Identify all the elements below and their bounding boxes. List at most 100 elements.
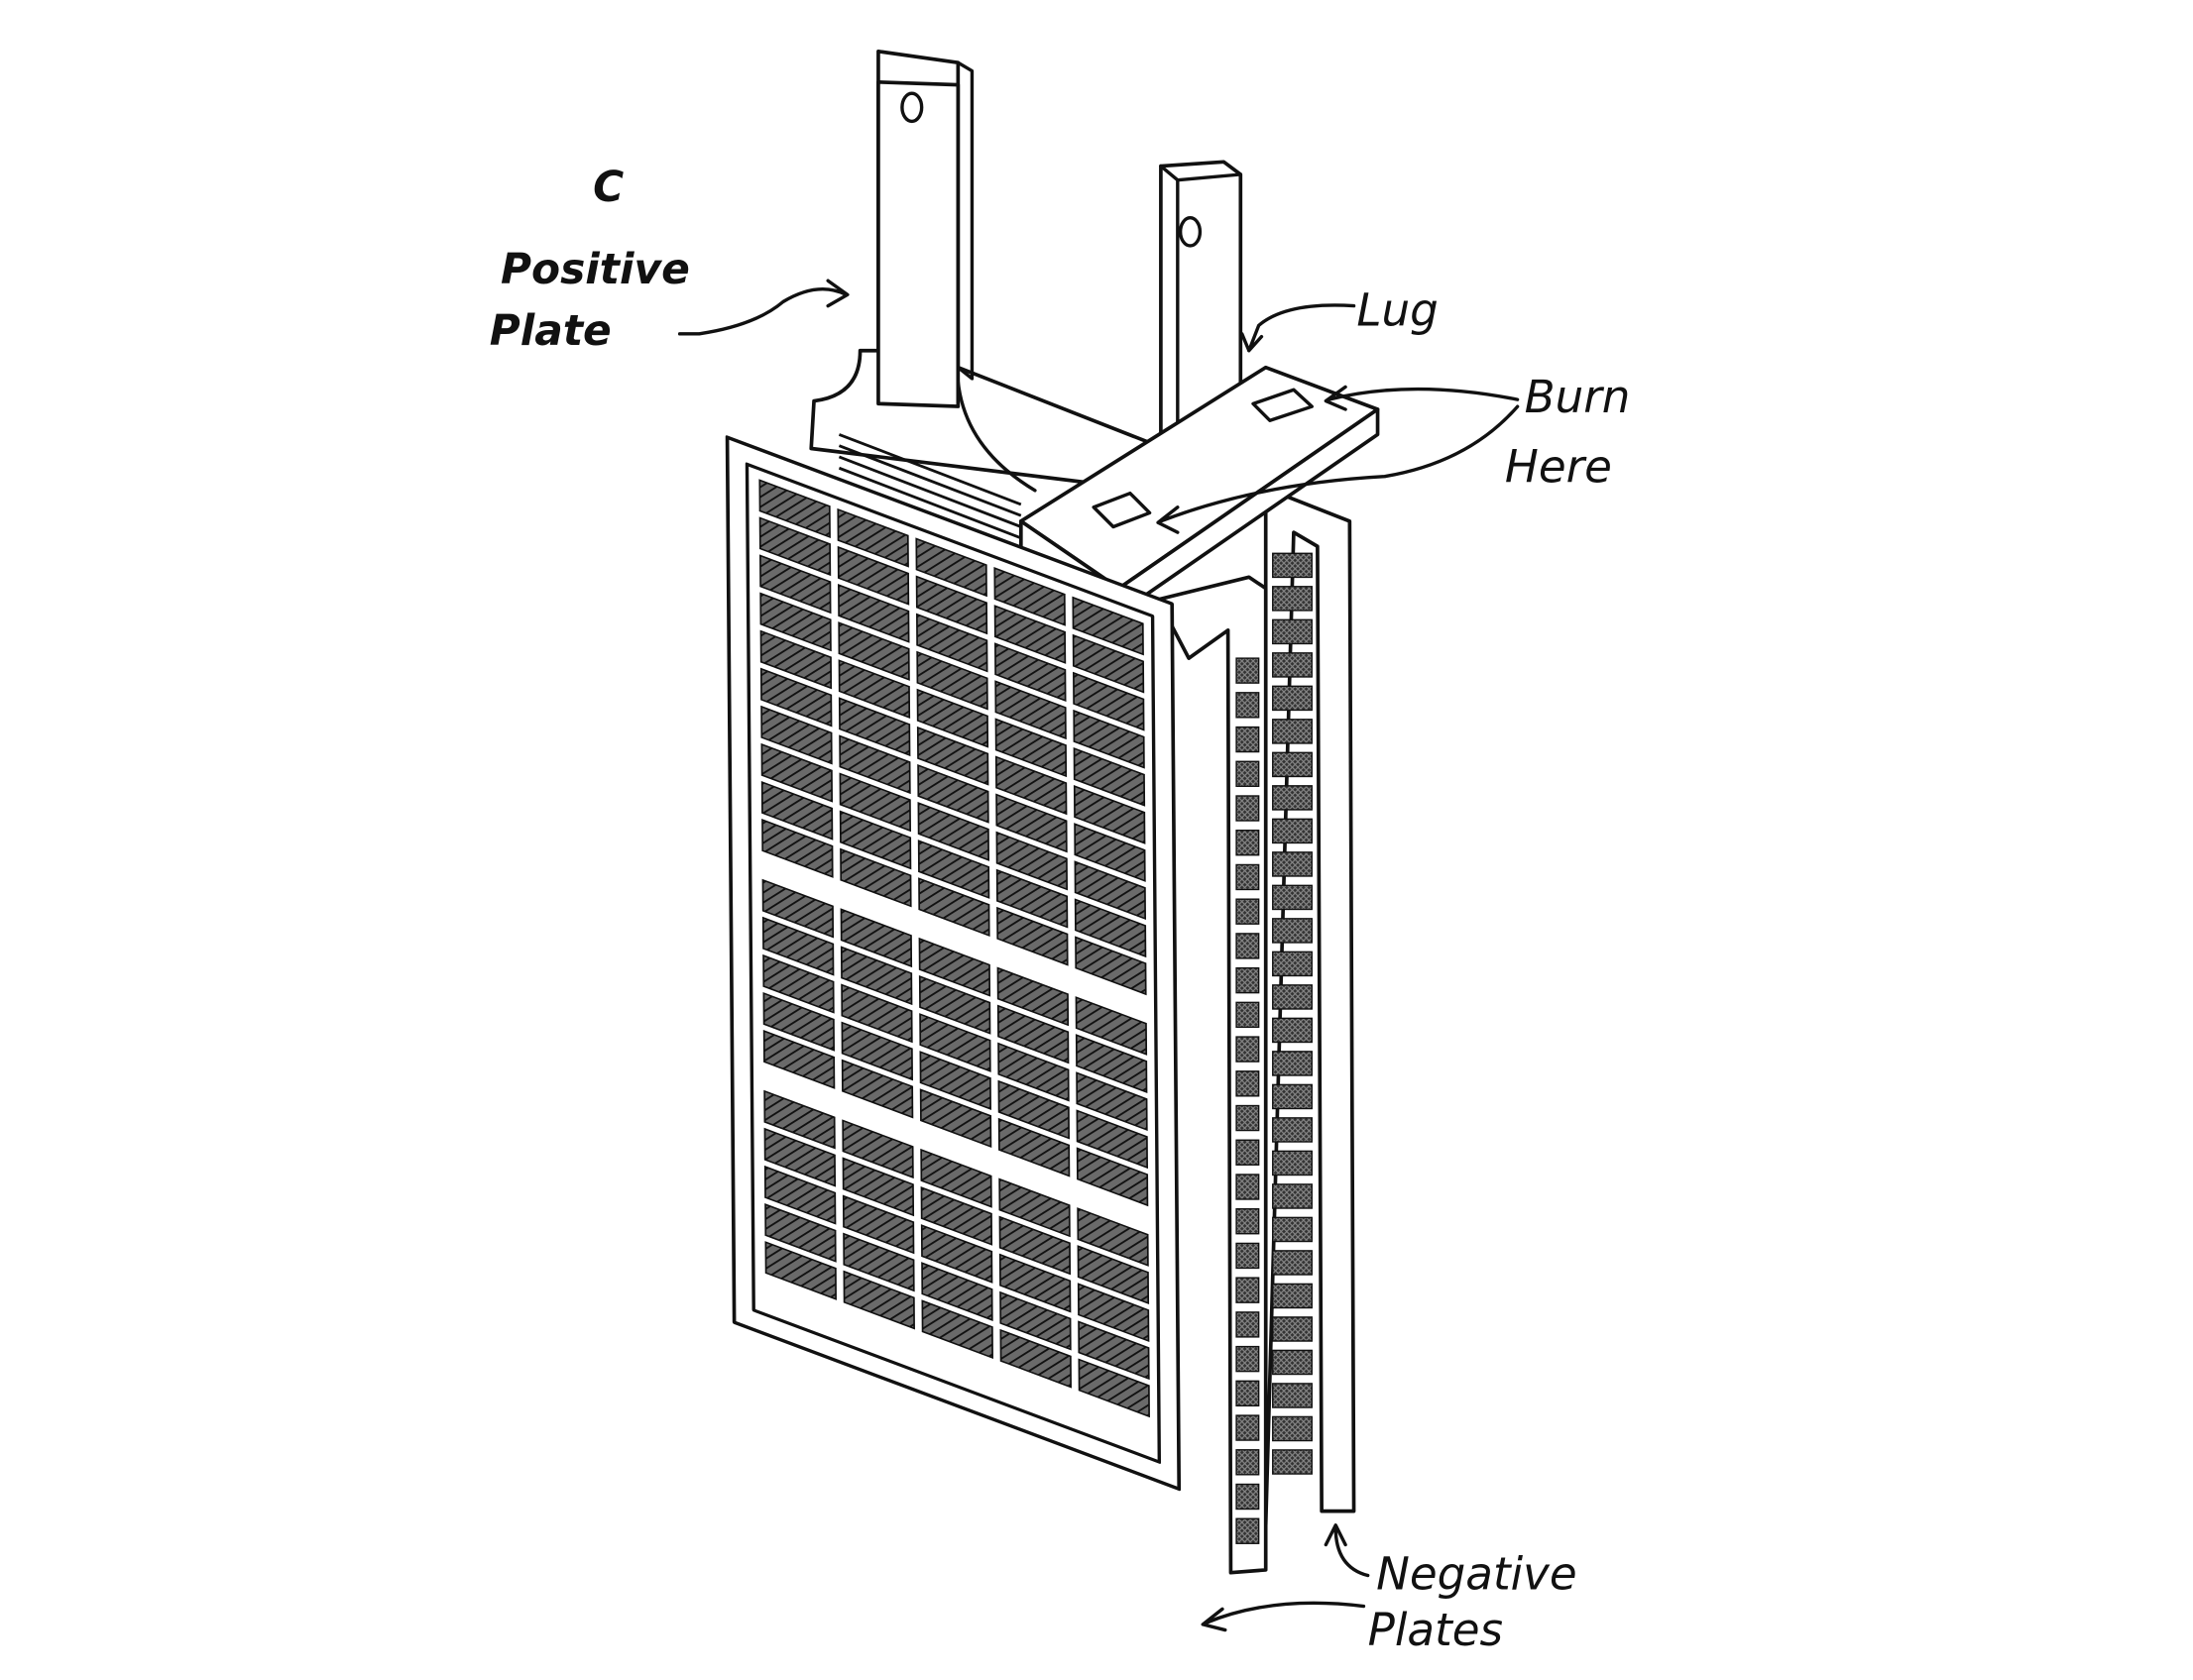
plate-edge-cell: [1235, 1070, 1260, 1097]
grid-cell: [1078, 1358, 1150, 1418]
svg-text:Negative: Negative: [1376, 1548, 1577, 1601]
grid-cell: [995, 831, 1069, 891]
grid-cell: [915, 537, 987, 598]
grid-cell: [1074, 823, 1146, 882]
grid-cell: [840, 908, 913, 968]
rib-line: [838, 444, 1022, 517]
grid-cell: [918, 937, 991, 997]
grid-cell: [759, 629, 833, 690]
grid-cell: [1077, 1283, 1150, 1343]
plate-edge-cell: [1235, 1380, 1260, 1407]
grid-cell: [843, 1270, 915, 1330]
grid-cell: [916, 688, 989, 748]
grid-cell: [764, 1202, 837, 1263]
plate-edge-cell: [1235, 863, 1260, 891]
grid-cell: [762, 1030, 836, 1089]
plate-edge-cell: [1235, 1242, 1260, 1270]
grid-cell: [1077, 1245, 1150, 1304]
svg-text:Plates: Plates: [1368, 1604, 1503, 1656]
arrow-negative-1: [1324, 1523, 1370, 1578]
plate-edge-cell: [1235, 1036, 1260, 1063]
plate-edge-cell: [1235, 760, 1260, 787]
grid-cell: [918, 974, 991, 1035]
grid-cell: [916, 650, 988, 711]
grid-cell: [838, 659, 911, 719]
svg-text:C: C: [593, 163, 624, 211]
plate-edge-cell: [1272, 1316, 1313, 1342]
grid-cell: [919, 1051, 991, 1110]
negative-plate-middle: [1156, 575, 1268, 1575]
grid-cell: [1076, 1147, 1149, 1207]
plate-edge-cell: [1235, 830, 1260, 856]
grid-cell: [842, 1157, 915, 1217]
grid-cell: [842, 1119, 914, 1179]
grid-cell: [1073, 671, 1145, 731]
plate-edge-cell: [1272, 586, 1313, 612]
grid-cell: [916, 613, 988, 673]
plate-edge-cell: [1235, 657, 1260, 684]
plate-edge-cell: [1272, 884, 1313, 911]
plate-edge-cell: [1272, 984, 1313, 1010]
plate-edge-cell: [1235, 1414, 1260, 1441]
grid-cell: [993, 567, 1066, 626]
grid-cell: [999, 1328, 1072, 1389]
grid-cell: [995, 868, 1069, 929]
label-positive-plate: Positive Plate: [490, 245, 850, 355]
grid-cell: [1077, 1207, 1149, 1267]
grid-cell: [759, 592, 832, 652]
grid-cell: [997, 1079, 1070, 1140]
plate-edge-cell: [1272, 1383, 1313, 1408]
grid-cell: [1075, 1034, 1148, 1093]
grid-cell: [839, 772, 912, 833]
plate-edge-cell: [1235, 1449, 1260, 1476]
grid-cell: [1078, 1320, 1150, 1381]
plate-edge-cell: [1272, 1051, 1313, 1076]
grid-cell: [761, 878, 835, 939]
label-negative-plates: Negative Plates: [1201, 1523, 1577, 1656]
svg-text:Positive: Positive: [501, 245, 690, 293]
plate-edge-cell: [1272, 1117, 1313, 1143]
plate-edge-cell: [1235, 1483, 1260, 1511]
grid-cell: [1074, 898, 1147, 958]
grid-cell: [996, 906, 1069, 966]
grid-cell: [841, 1021, 913, 1081]
grid-cell: [843, 1232, 915, 1292]
plate-edge-cell: [1235, 966, 1260, 994]
plate-edge-cell: [1235, 795, 1260, 822]
plate-edge-cell: [1272, 1250, 1313, 1276]
grid-cell: [1072, 596, 1144, 656]
plate-edge-cell: [1235, 692, 1260, 719]
plate-edge-cell: [1235, 1174, 1260, 1200]
grid-cell: [760, 742, 834, 803]
grid-cell: [997, 1117, 1071, 1177]
grid-cell: [916, 726, 989, 786]
grid-cell: [1074, 860, 1147, 921]
label-c: C: [593, 163, 624, 211]
plate-edge-cell: [1272, 719, 1313, 744]
grid-cell: [995, 793, 1068, 853]
plate-edge-cell: [1272, 1183, 1313, 1209]
plate-edge-cell: [1272, 1415, 1313, 1442]
svg-text:Lug: Lug: [1356, 283, 1438, 336]
grid-cell: [838, 584, 910, 643]
grid-cell: [917, 763, 989, 824]
label-lug: Lug: [1240, 283, 1439, 353]
plate-edge-cell: [1235, 1104, 1260, 1132]
plate-edge-cell: [1235, 1277, 1260, 1303]
plate-edge-cell: [1272, 851, 1313, 877]
arrow-burn-2: [1156, 404, 1520, 534]
plate-edge-cell: [1272, 1216, 1313, 1243]
plate-edge-cell: [1235, 933, 1260, 959]
grid-cell: [917, 802, 990, 861]
arrow-negative-2: [1201, 1601, 1366, 1632]
grid-cell: [838, 621, 910, 681]
grid-cell: [1072, 633, 1145, 694]
plate-edge-cell: [1272, 1150, 1313, 1176]
grid-cell: [921, 1299, 993, 1360]
plate-edge-cell: [1272, 552, 1313, 579]
grid-cell: [996, 1004, 1070, 1064]
svg-text:Burn: Burn: [1525, 371, 1631, 423]
grid-cell: [759, 554, 832, 615]
svg-text:Plate: Plate: [490, 306, 612, 355]
grid-cell: [1076, 1071, 1148, 1132]
